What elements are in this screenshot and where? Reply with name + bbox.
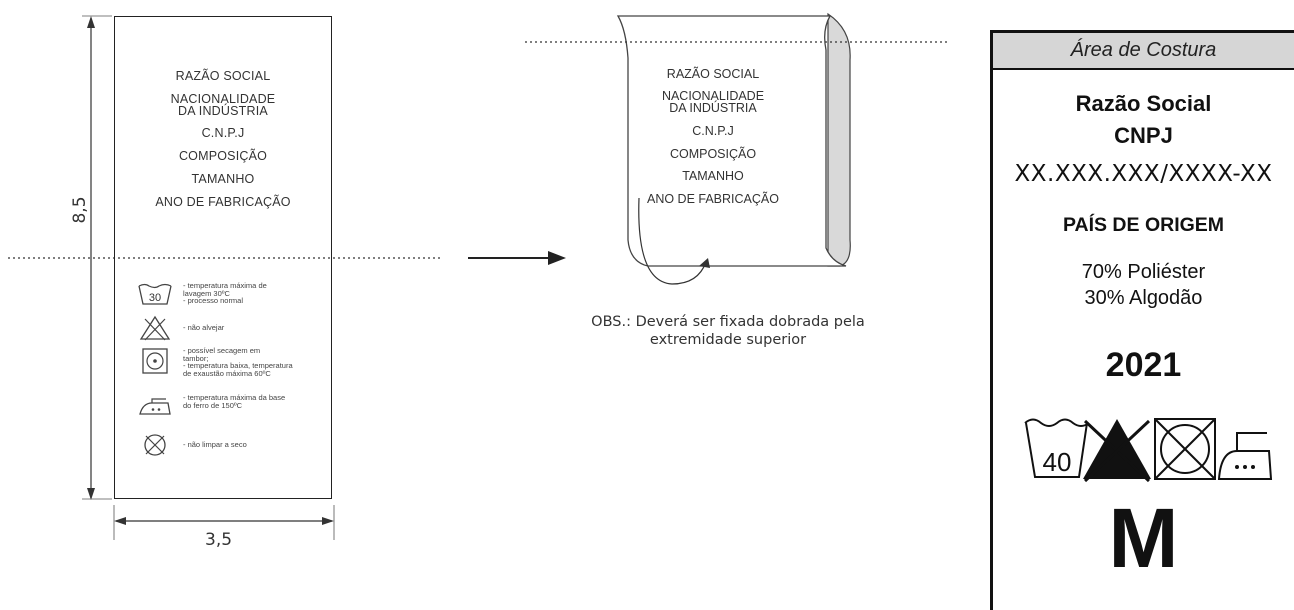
folded-company-name: RAZÃO SOCIAL <box>666 67 760 81</box>
composition-field: COMPOSIÇÃO <box>178 149 268 163</box>
composition-line-2: 30% Algodão <box>1084 287 1203 309</box>
manufacture-year-field: ANO DE FABRICAÇÃO <box>155 195 291 209</box>
wash-tub-icon: 30 <box>138 283 172 305</box>
wash-40-text: 40 <box>1043 447 1072 477</box>
care-symbols: 40 <box>1024 418 1273 483</box>
care-row-wash: 30 - temperatura máxima de lavagem 30ºC … <box>137 282 267 308</box>
company-name: Razão Social <box>1075 91 1212 116</box>
iron-three-dots-icon <box>1217 432 1273 480</box>
origin-country: PAÍS DE ORIGEM <box>1062 214 1225 236</box>
width-dimension-label: 3,5 <box>205 530 233 550</box>
fold-note: OBS.: Deverá ser fixada dobrada pela ext… <box>548 313 908 349</box>
care-row-iron: - temperatura máxima da base do ferro de… <box>137 394 285 420</box>
care-text-dry: - possível secagem em tambor; - temperat… <box>183 346 293 378</box>
nationality-field: NACIONALIDADE <box>170 92 276 106</box>
care-text-wash: - temperatura máxima de lavagem 30ºC - p… <box>183 281 267 305</box>
height-dimension-label: 8,5 <box>70 196 90 224</box>
folded-manufacture-year: ANO DE FABRICAÇÃO <box>647 192 779 206</box>
no-bleach-icon <box>139 315 171 341</box>
folded-composition: COMPOSIÇÃO <box>669 147 757 161</box>
size-field: TAMANHO <box>191 172 255 186</box>
fold-note-line1: OBS.: Deverá ser fixada dobrada pela <box>591 314 865 330</box>
company-name-field: RAZÃO SOCIAL <box>175 69 271 83</box>
folded-label-drawing <box>468 12 950 285</box>
no-bleach-filled-icon <box>1083 419 1151 483</box>
care-label-outline: RAZÃO SOCIAL NACIONALIDADE DA INDÚSTRIA … <box>114 16 332 499</box>
wash-40-icon: 40 <box>1024 418 1090 478</box>
dimension-lines <box>8 15 440 540</box>
care-text-bleach: - não alvejar <box>183 323 225 332</box>
folded-cnpj: C.N.P.J <box>692 124 734 138</box>
no-tumble-dry-icon <box>1154 418 1216 480</box>
composition-line-1: 70% Poliéster <box>1081 261 1206 283</box>
wash-temp-text: 30 <box>149 292 161 304</box>
final-label-example: Área de Costura Razão Social CNPJ XX.XXX… <box>990 30 1294 610</box>
size-letter: M <box>1108 491 1179 585</box>
care-row-dry-clean: - não limpar a seco <box>137 432 247 458</box>
no-dry-clean-icon <box>144 434 166 456</box>
care-row-bleach: - não alvejar <box>137 315 224 341</box>
cnpj-value: XX.XXX.XXX/XXXX-XX <box>1014 161 1273 187</box>
folded-nationality: NACIONALIDADE <box>661 89 765 103</box>
fold-note-line2: extremidade superior <box>649 332 807 348</box>
nationality-field-line2: DA INDÚSTRIA <box>178 104 268 118</box>
care-row-dry: - possível secagem em tambor; - temperat… <box>137 347 293 377</box>
sewing-area-header: Área de Costura <box>993 33 1294 70</box>
care-text-iron: - temperatura máxima da base do ferro de… <box>183 393 286 410</box>
folded-nationality-line2: DA INDÚSTRIA <box>669 101 757 115</box>
cnpj-label: CNPJ <box>1114 123 1173 148</box>
tumble-dry-icon <box>142 348 168 374</box>
cnpj-field: C.N.P.J <box>201 126 245 140</box>
manufacture-year: 2021 <box>1105 346 1182 384</box>
care-text-dry-clean: - não limpar a seco <box>183 440 247 449</box>
iron-icon <box>139 398 171 415</box>
folded-size: TAMANHO <box>682 169 744 183</box>
